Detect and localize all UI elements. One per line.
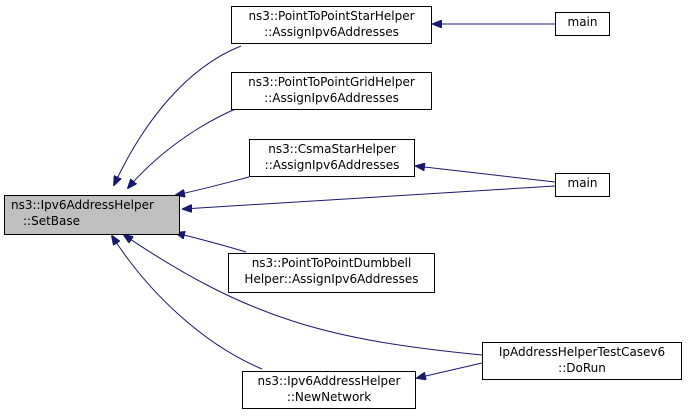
- node-csma-line2: ::AssignIpv6Addresses: [264, 158, 400, 172]
- node-main-1[interactable]: main: [555, 12, 610, 36]
- node-grid-line1: ns3::PointToPointGridHelper: [248, 75, 415, 89]
- edge-main2-to-setbase: [183, 185, 556, 209]
- node-dumbbell-line1: ns3::PointToPointDumbbell: [251, 256, 412, 270]
- edge-newnetwork-to-setbase: [112, 236, 263, 370]
- node-csma-star-assign[interactable]: ns3::CsmaStarHelper ::AssignIpv6Addresse…: [249, 139, 415, 177]
- node-star-line2: ::AssignIpv6Addresses: [264, 25, 399, 39]
- edge-dumbbell-to-setbase: [176, 233, 247, 253]
- node-p2p-star-assign[interactable]: ns3::PointToPointStarHelper ::AssignIpv6…: [231, 6, 432, 44]
- node-testcase-line2: ::DoRun: [558, 361, 606, 375]
- node-main-2[interactable]: main: [555, 173, 610, 197]
- node-setbase-line1: ns3::Ipv6AddressHelper: [11, 198, 154, 212]
- edge-main2-to-csma: [416, 166, 556, 183]
- node-dumbbell-line2: Helper::AssignIpv6Addresses: [244, 272, 419, 286]
- edge-star-to-setbase: [114, 45, 242, 185]
- node-newnetwork-line2: ::NewNetwork: [286, 390, 372, 404]
- edge-grid-to-setbase: [128, 106, 241, 188]
- node-star-line1: ns3::PointToPointStarHelper: [248, 9, 415, 23]
- node-testcase-line1: IpAddressHelperTestCasev6: [498, 345, 666, 359]
- edge-testcase-to-newnetwork: [417, 362, 483, 378]
- edge-testcase-to-setbase: [124, 235, 483, 356]
- node-p2p-grid-assign[interactable]: ns3::PointToPointGridHelper ::AssignIpv6…: [231, 72, 432, 110]
- node-grid-line2: ::AssignIpv6Addresses: [264, 91, 399, 105]
- node-setbase-line2: ::SetBase: [23, 214, 81, 228]
- node-p2p-dumbbell-assign[interactable]: ns3::PointToPointDumbbell Helper::Assign…: [228, 253, 435, 293]
- node-newnetwork[interactable]: ns3::Ipv6AddressHelper ::NewNetwork: [242, 371, 416, 409]
- edge-csma-to-setbase: [176, 176, 250, 195]
- node-main2-label: main: [567, 176, 598, 190]
- node-main1-label: main: [567, 15, 598, 29]
- node-testcase-dorun[interactable]: IpAddressHelperTestCasev6 ::DoRun: [482, 342, 682, 380]
- node-setbase[interactable]: ns3::Ipv6AddressHelper ::SetBase: [4, 195, 180, 235]
- node-csma-line1: ns3::CsmaStarHelper: [268, 142, 396, 156]
- node-newnetwork-line1: ns3::Ipv6AddressHelper: [257, 374, 401, 388]
